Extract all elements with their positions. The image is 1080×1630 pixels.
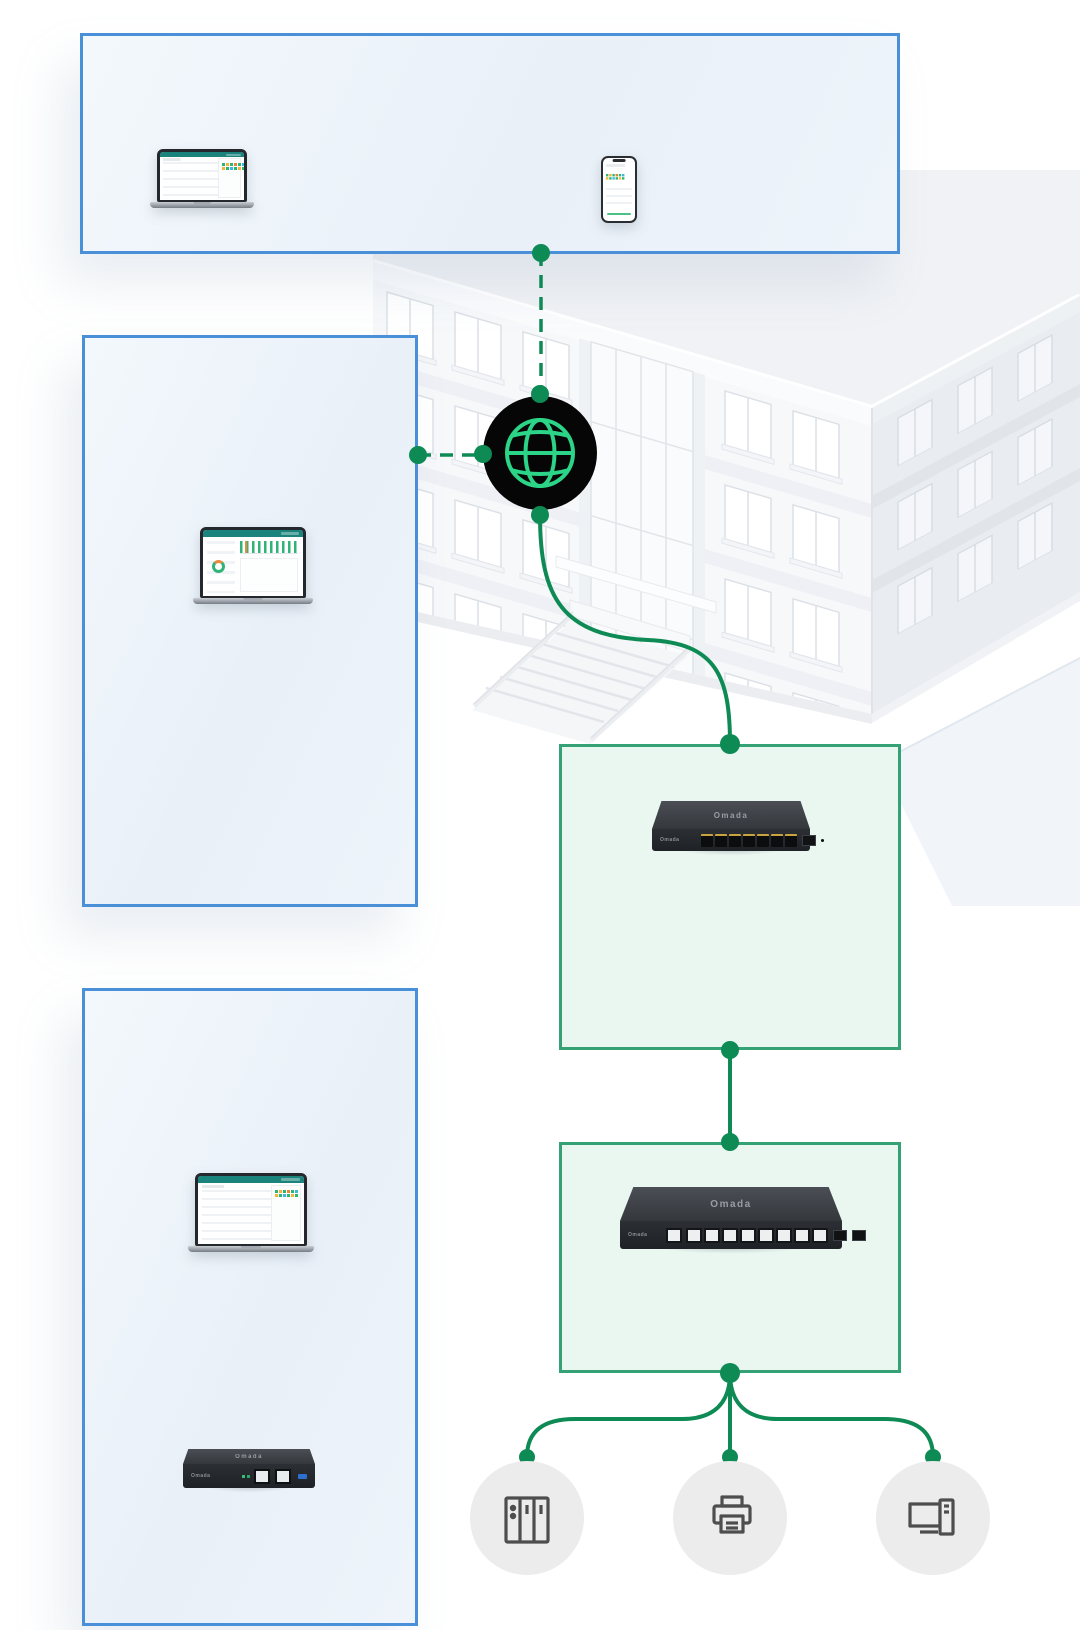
- internet-gateway-link: [538, 514, 732, 745]
- endpoint-server-circle: [470, 1461, 584, 1575]
- endpoint-printer-circle: [673, 1461, 787, 1575]
- ethernet-port: [729, 833, 742, 847]
- globe-icon: [483, 396, 597, 510]
- ethernet-port: [757, 833, 770, 847]
- remote-laptop: [193, 527, 313, 604]
- controller-laptop: [188, 1173, 314, 1252]
- dashboard-header: [203, 530, 303, 538]
- remote-management-panel: [82, 335, 418, 907]
- desktop-pc-icon: [908, 1498, 955, 1536]
- gateway-panel: [559, 744, 901, 1050]
- app-action-button: [607, 212, 631, 216]
- ethernet-port: [743, 833, 756, 847]
- status-grid: [606, 174, 609, 177]
- local-controller-panel: [82, 988, 418, 1626]
- cloud-clients-panel: [80, 33, 900, 254]
- sfp-port: [833, 1229, 848, 1241]
- ethernet-port: [722, 1227, 739, 1243]
- omada-logo: Omada: [710, 1198, 752, 1210]
- ethernet-port: [275, 1468, 291, 1484]
- omada-logo: Omada: [628, 1232, 648, 1238]
- cloud-laptop: [150, 149, 254, 208]
- ethernet-port: [254, 1468, 270, 1484]
- omada-logo: Omada: [191, 1473, 211, 1479]
- usb-port: [298, 1473, 307, 1479]
- console-port: [666, 1227, 683, 1243]
- cloud-smartphone: [601, 156, 637, 223]
- status-leds: [242, 1474, 245, 1478]
- donut-chart: [212, 560, 225, 574]
- dashboard-table: [202, 1189, 272, 1241]
- managed-switch: Omada Omada: [620, 1187, 867, 1256]
- sfp-port: [802, 834, 817, 846]
- dashboard-side-panel: [217, 158, 242, 198]
- endpoint-desktop-circle: [876, 1461, 990, 1575]
- map-panel: [240, 557, 298, 593]
- vpn-router: Omada Omada: [652, 801, 825, 858]
- ethernet-port: [704, 1227, 721, 1243]
- switch-server-link: [525, 1372, 732, 1458]
- sfp-port: [852, 1229, 867, 1241]
- omada-logo: Omada: [235, 1453, 263, 1460]
- laptop-screen: [157, 149, 247, 202]
- ethernet-port: [686, 1227, 703, 1243]
- dashboard-header: [198, 1176, 304, 1184]
- ethernet-port: [771, 833, 784, 847]
- switch-panel: [559, 1142, 901, 1373]
- omada-logo: Omada: [660, 837, 680, 843]
- ethernet-port: [785, 833, 798, 847]
- ethernet-port: [715, 833, 728, 847]
- dashboard-header: [160, 152, 244, 158]
- omada-logo: Omada: [713, 810, 749, 820]
- ethernet-port: [701, 833, 714, 847]
- printer-icon: [712, 1495, 752, 1534]
- status-grid: [275, 1189, 279, 1193]
- dashboard-table: [163, 161, 218, 198]
- hardware-controller: Omada Omada: [183, 1449, 315, 1495]
- ethernet-port: [776, 1227, 793, 1243]
- server-rack-icon: [504, 1496, 550, 1544]
- switch-desktop-link: [728, 1372, 935, 1458]
- ethernet-port: [812, 1227, 829, 1243]
- ethernet-port: [794, 1227, 811, 1243]
- status-grid: [221, 163, 225, 167]
- ethernet-port: [740, 1227, 757, 1243]
- traffic-chart: [240, 540, 298, 555]
- ethernet-port: [758, 1227, 775, 1243]
